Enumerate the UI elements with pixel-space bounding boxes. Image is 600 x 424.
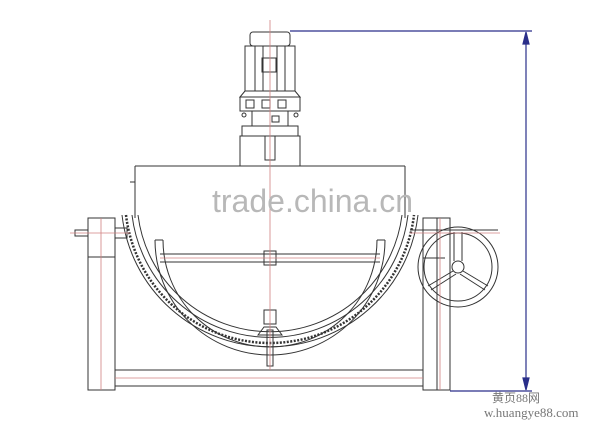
watermark-corner-cn: 黄页88网 (492, 391, 541, 405)
centerlines (70, 20, 500, 390)
watermark-main: trade.china.cn (212, 183, 414, 219)
watermark-corner-url: w.huangye88.com (484, 405, 579, 420)
frame-right (422, 217, 451, 391)
handwheel (410, 226, 499, 308)
height-dimension (290, 30, 532, 392)
